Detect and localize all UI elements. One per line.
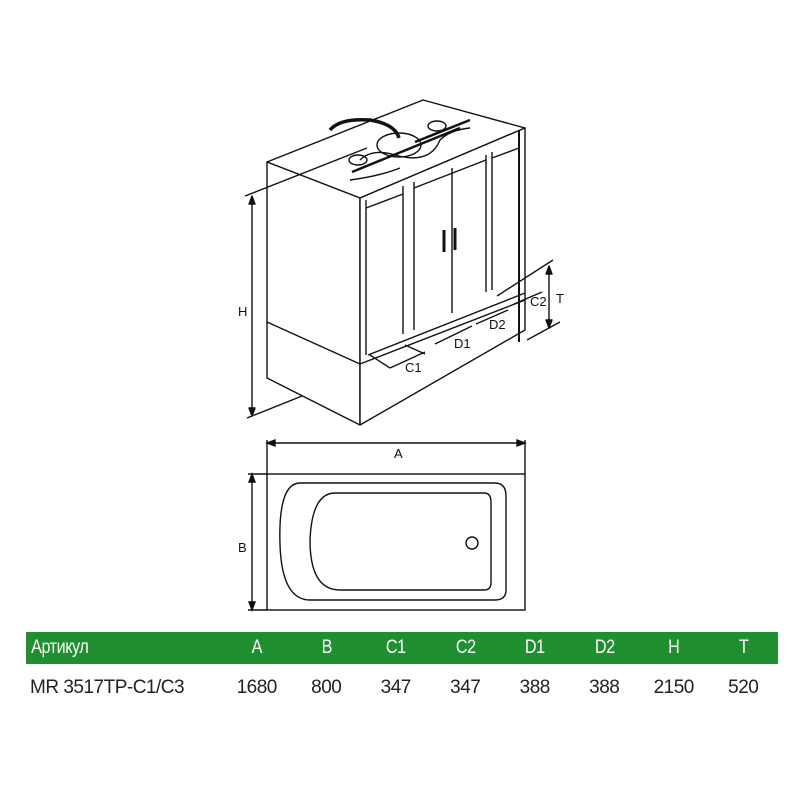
column-header-H: H [644, 632, 704, 664]
cell-C1: 347 [380, 677, 412, 698]
bathtub-plan-drawing [247, 438, 527, 612]
label-C2: C2 [530, 294, 547, 309]
column-header-A: A [227, 632, 287, 664]
label-B: B [238, 540, 247, 555]
column-header-C2: C2 [435, 632, 495, 664]
label-T: T [556, 291, 564, 306]
technical-drawing: H T C1 D1 D2 C2 A B [238, 99, 564, 612]
cell-B: 800 [311, 677, 342, 698]
cabin-dimension-labels: H T C1 D1 D2 C2 [238, 291, 564, 375]
cell-H: 2150 [653, 677, 695, 698]
label-D1: D1 [454, 336, 471, 351]
bathtub-dimension-labels: A B [238, 446, 403, 555]
column-header-C1: C1 [366, 632, 426, 664]
column-header-article: Артикул [26, 632, 193, 664]
specifications-table: Артикул A B C1 C2 D1 D2 H T MR 3517TP-C1… [26, 632, 778, 712]
cell-C2: 347 [450, 677, 481, 698]
cell-article: MR 3517TP-C1/C3 [30, 677, 185, 698]
column-header-D1: D1 [505, 632, 565, 664]
column-header-D2: D2 [574, 632, 634, 664]
table-header-row: Артикул A B C1 C2 D1 D2 H T [26, 632, 778, 664]
table-row: MR 3517TP-C1/C3 1680 800 347 347 388 388… [26, 664, 778, 712]
cell-A: 1680 [236, 677, 278, 698]
label-A: A [394, 446, 403, 461]
cell-D2: 388 [589, 677, 620, 698]
label-C1: C1 [405, 360, 422, 375]
label-D2: D2 [489, 317, 506, 332]
cell-D1: 388 [519, 677, 551, 698]
isometric-cabin-drawing [244, 99, 561, 426]
column-header-B: B [296, 632, 356, 664]
cell-T: 520 [728, 677, 759, 698]
label-H: H [238, 304, 247, 319]
column-header-T: T [713, 632, 773, 664]
